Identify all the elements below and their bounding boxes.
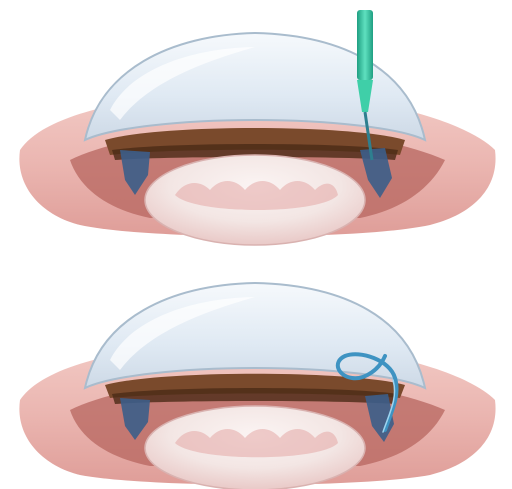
panel-bottom (19, 283, 495, 489)
panel-top (19, 10, 495, 245)
laser-probe (357, 10, 373, 80)
